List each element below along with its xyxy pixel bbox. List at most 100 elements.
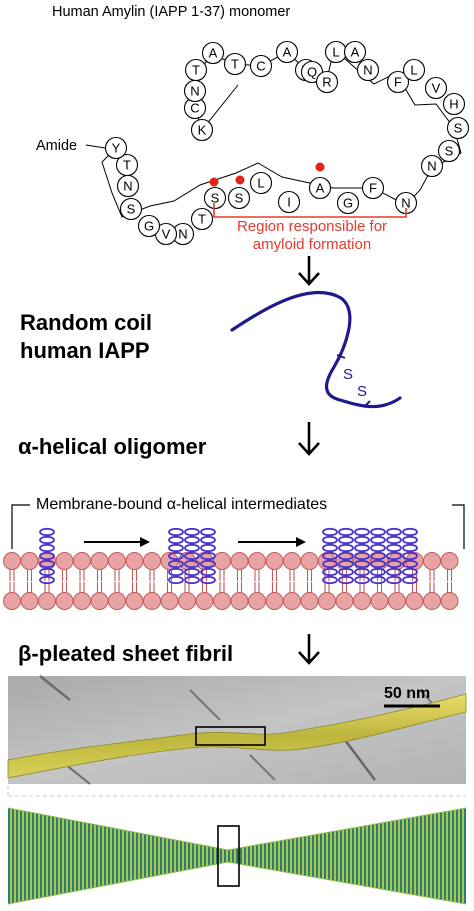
lipid-head xyxy=(300,592,319,610)
helix-turn xyxy=(39,559,55,569)
lipid-head xyxy=(213,592,231,610)
helix-turn xyxy=(402,575,418,585)
helix-turn xyxy=(338,567,354,577)
residue-l: L xyxy=(249,171,273,195)
helix-turn xyxy=(322,559,338,569)
helix-turn xyxy=(168,551,184,561)
residue-s: S xyxy=(203,186,227,210)
random-coil-chain xyxy=(230,290,402,409)
svg-text:A: A xyxy=(351,45,360,60)
lipid-head xyxy=(248,592,266,610)
helix-turn xyxy=(338,543,354,553)
beta-sheet-label: β-pleated sheet fibril xyxy=(18,641,233,666)
helix-turn xyxy=(39,575,55,585)
lipid-head xyxy=(55,552,74,570)
svg-text:L: L xyxy=(332,45,339,60)
residue-v: V xyxy=(424,76,448,100)
random-coil-line1: Random coil xyxy=(20,310,152,335)
down-arrow xyxy=(298,256,320,286)
helix-turn xyxy=(386,575,402,585)
helix-turn xyxy=(338,559,354,569)
lipid-head xyxy=(440,552,459,570)
helix-turn xyxy=(184,551,200,561)
svg-text:A: A xyxy=(209,46,218,61)
residue-c: C xyxy=(183,96,207,120)
region-bracket xyxy=(213,203,407,218)
lipid-head xyxy=(125,552,144,570)
helix-turn xyxy=(354,575,370,585)
down-arrow xyxy=(298,634,320,665)
helix-turn xyxy=(39,535,55,545)
residue-a: A xyxy=(201,41,225,65)
helix-turn xyxy=(39,551,55,561)
helix-turn xyxy=(200,551,216,561)
lipid-head xyxy=(73,552,91,570)
residue-a: A xyxy=(308,176,332,200)
helix-turn xyxy=(184,543,200,553)
residue-i: I xyxy=(277,190,301,214)
lipid-head xyxy=(143,552,161,570)
lipid-head xyxy=(423,592,441,610)
lipid-head xyxy=(405,592,424,610)
helix-turn xyxy=(370,567,386,577)
svg-text:G: G xyxy=(144,219,154,234)
residue-a: A xyxy=(275,40,299,64)
helix-turn xyxy=(370,535,386,545)
coil-s-label: S xyxy=(343,366,353,383)
svg-text:C: C xyxy=(190,101,199,116)
lipid-head xyxy=(20,592,39,610)
residue-s: S xyxy=(437,139,461,163)
residue-n: N xyxy=(420,154,444,178)
lipid-head xyxy=(318,592,336,610)
lipid-head xyxy=(125,592,144,610)
lipid-head xyxy=(3,592,21,610)
helix-turn xyxy=(370,543,386,553)
helix-turn xyxy=(402,543,418,553)
residue-k: K xyxy=(190,118,214,142)
helix-turn xyxy=(200,575,216,585)
coil-tick xyxy=(336,354,346,359)
residue-t: T xyxy=(223,52,247,76)
lipid-head xyxy=(353,592,371,610)
svg-text:N: N xyxy=(363,63,372,78)
residue-g: G xyxy=(336,191,360,215)
svg-text:R: R xyxy=(322,75,331,90)
svg-text:S: S xyxy=(235,191,244,206)
svg-text:T: T xyxy=(231,57,239,72)
lipid-bilayer xyxy=(3,552,459,610)
residue-t: T xyxy=(184,58,208,82)
helix-turn xyxy=(354,527,370,537)
residue-h: H xyxy=(442,92,466,116)
lipid-head xyxy=(90,552,109,570)
helix-turn xyxy=(402,535,418,545)
svg-text:H: H xyxy=(449,97,458,112)
helix-turn xyxy=(39,567,55,577)
svg-text:N: N xyxy=(178,227,187,242)
fibril-model xyxy=(7,804,467,908)
residue-s: S xyxy=(446,116,470,140)
svg-text:K: K xyxy=(198,123,207,138)
helix-turn xyxy=(370,527,386,537)
lipid-head xyxy=(195,592,214,610)
lipid-head xyxy=(108,552,126,570)
scale-bar-label: 50 nm xyxy=(384,685,430,702)
residue-l: L xyxy=(324,40,348,64)
helix-turn xyxy=(39,527,55,537)
helix-turn xyxy=(168,567,184,577)
lipid-head xyxy=(213,552,231,570)
svg-text:N: N xyxy=(190,84,199,99)
lipid-head xyxy=(230,592,249,610)
lipid-head xyxy=(283,592,301,610)
residue-t: T xyxy=(115,153,139,177)
residue-c: C xyxy=(249,54,273,78)
lipid-head xyxy=(265,592,284,610)
lipid-head xyxy=(55,592,74,610)
helix-turn xyxy=(168,527,184,537)
zoom-box xyxy=(195,726,266,746)
residue-f: F xyxy=(386,70,410,94)
helix-turn xyxy=(322,535,338,545)
helix-turn xyxy=(386,527,402,537)
highlight-dot xyxy=(209,177,219,187)
helix-turn xyxy=(370,575,386,585)
coil-s-label: S xyxy=(357,383,367,400)
